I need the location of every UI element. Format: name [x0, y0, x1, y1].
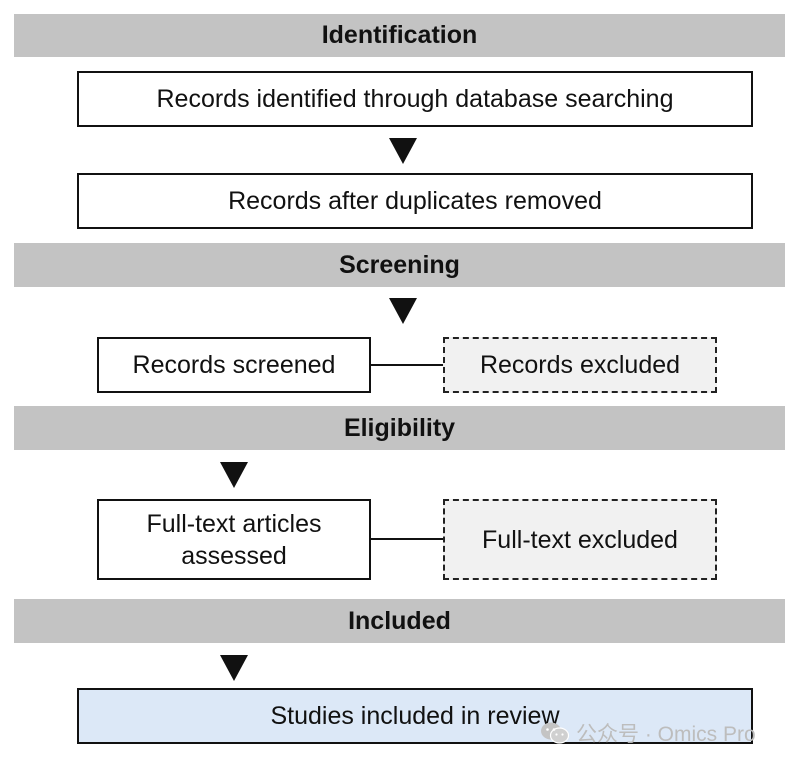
arrow-down-icon: [220, 655, 248, 681]
phase-label-eligibility: Eligibility: [343, 413, 456, 442]
studies-included-box: Studies included in review: [77, 688, 753, 744]
studies-included-label: Studies included in review: [270, 702, 560, 730]
records-screened-box: Records screened: [97, 337, 371, 393]
records-identified-label: Records identified through database sear…: [156, 85, 674, 113]
phase-label-screening: Screening: [339, 250, 460, 279]
records-identified-box: Records identified through database sear…: [77, 71, 753, 127]
arrow-down-icon: [389, 298, 417, 324]
records-screened-label: Records screened: [132, 351, 336, 379]
fulltext-assessed-box: Full-text articles assessed: [97, 499, 371, 580]
fulltext-excluded-box: Full-text excluded: [443, 499, 717, 580]
fulltext-excluded-label: Full-text excluded: [482, 525, 678, 554]
watermark-text: 公众号 · Omics Pro: [576, 723, 756, 746]
phase-label-identification: Identification: [321, 21, 478, 49]
phase-band-screening: Screening: [14, 243, 785, 287]
phase-label-included: Included: [348, 606, 451, 635]
records-excluded-box: Records excluded: [443, 337, 717, 393]
records-after-duplicates-label: Records after duplicates removed: [228, 187, 602, 215]
records-after-duplicates-box: Records after duplicates removed: [77, 173, 753, 229]
phase-band-identification: Identification: [14, 14, 785, 57]
fulltext-assessed-label-line1: Full-text articles: [146, 509, 322, 538]
connector-line: [371, 538, 444, 540]
arrow-down-icon: [389, 138, 417, 164]
connector-line: [371, 364, 444, 366]
arrow-down-icon: [220, 462, 248, 488]
phase-band-included: Included: [14, 599, 785, 643]
records-excluded-label: Records excluded: [479, 351, 681, 379]
watermark: 公众号 · Omics Pro: [540, 718, 756, 748]
fulltext-assessed-label-line2: assessed: [181, 541, 287, 570]
wechat-icon: [541, 722, 570, 744]
phase-band-eligibility: Eligibility: [14, 406, 785, 450]
